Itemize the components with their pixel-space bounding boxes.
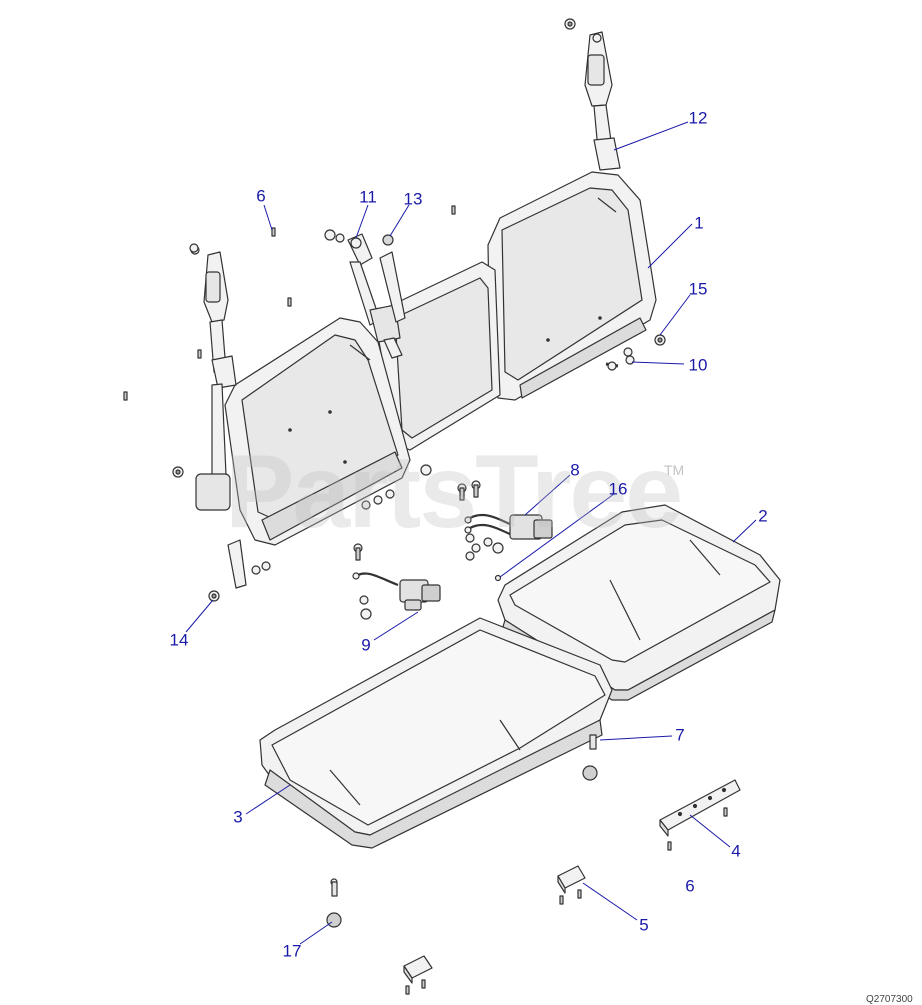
callout-17[interactable]: 17 (282, 941, 302, 961)
seat-back-left (224, 317, 411, 546)
seat-back-right (487, 171, 657, 401)
seat-bottom-right (497, 504, 781, 701)
callout-14[interactable]: 14 (169, 630, 189, 650)
callout-1[interactable]: 1 (694, 213, 704, 233)
callout-8[interactable]: 8 (570, 460, 580, 480)
buckle-harness-8 (464, 513, 553, 540)
callout-3[interactable]: 3 (233, 807, 243, 827)
callout-15[interactable]: 15 (688, 279, 708, 299)
callout-16[interactable]: 16 (608, 479, 628, 499)
leader-lines (185, 121, 757, 945)
drawing-code: Q2707300 (866, 994, 913, 1005)
bracket-long (659, 779, 741, 837)
seat-belt-right (584, 31, 621, 171)
seat-bottom-left (259, 617, 613, 849)
callout-2[interactable]: 2 (758, 506, 768, 526)
callout-6-upper[interactable]: 6 (256, 186, 266, 206)
callout-12[interactable]: 12 (688, 108, 708, 128)
callout-7[interactable]: 7 (675, 725, 685, 745)
callout-6-lower[interactable]: 6 (685, 876, 695, 896)
bracket-small-bottom (403, 955, 433, 984)
callout-11[interactable]: 11 (359, 187, 377, 207)
seat-back-center (374, 261, 501, 451)
trademark-mark: TM (664, 462, 685, 478)
callout-10[interactable]: 10 (688, 355, 708, 375)
callout-13[interactable]: 13 (403, 189, 423, 209)
bracket-small (557, 865, 586, 894)
callout-5[interactable]: 5 (639, 915, 649, 935)
callout-4[interactable]: 4 (731, 841, 741, 861)
watermark: PartsTree (225, 434, 683, 550)
buckle-harness (352, 572, 441, 611)
callout-9[interactable]: 9 (361, 635, 371, 655)
seat-belt-left (190, 245, 247, 589)
seat-belt-center (347, 233, 406, 359)
fasteners (123, 18, 728, 995)
